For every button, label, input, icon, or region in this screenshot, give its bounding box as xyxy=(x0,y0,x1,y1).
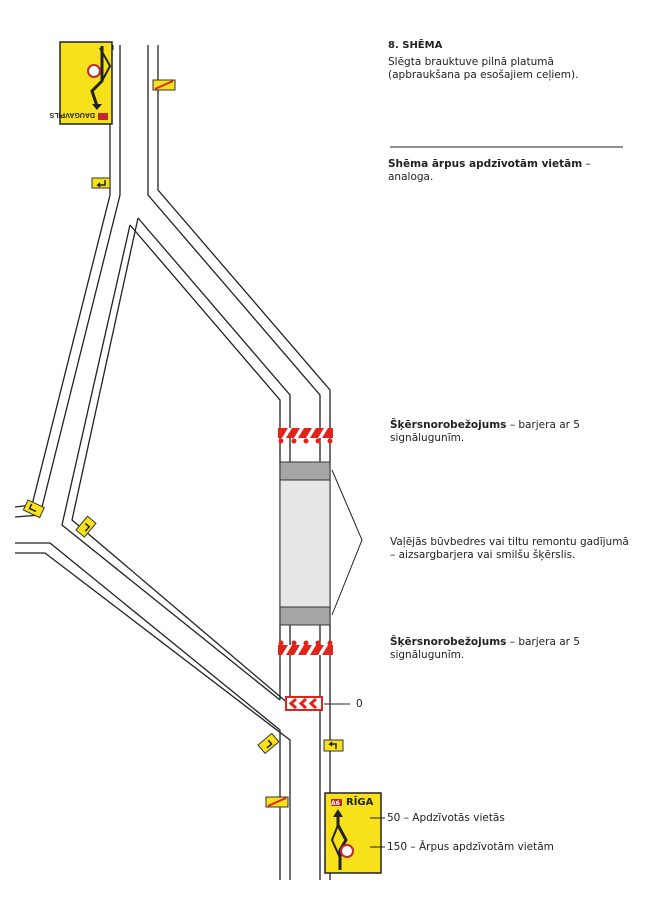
block-top xyxy=(279,461,331,481)
turn-sign xyxy=(257,732,280,755)
leader-line xyxy=(331,469,363,616)
end-sign xyxy=(152,79,176,91)
road-edge xyxy=(137,217,291,705)
page-title: 8. SHĒMA xyxy=(388,40,443,51)
turn-sign xyxy=(91,177,111,189)
scheme-description: Slēgta brauktuve pilnā platumā (apbraukš… xyxy=(388,56,579,81)
end-sign xyxy=(265,796,289,808)
label-zero: 0 xyxy=(356,698,363,710)
label-bold: Šķērsnorobežojums xyxy=(390,636,507,648)
sign-city: RĪGA xyxy=(346,797,374,808)
road-edge xyxy=(147,45,321,880)
chevron-sign xyxy=(285,696,323,711)
scheme-note: Shēma ārpus apdzīvotām vietām – analoga. xyxy=(388,158,633,184)
label-barrier-bottom: Šķērsnorobežojums – barjera ar 5 signālu… xyxy=(390,636,610,662)
label-work-zone: Vaļējās būvbedres vai tiltu remontu gadī… xyxy=(390,536,629,561)
svg-text:DAUGAVPILS: DAUGAVPILS xyxy=(49,111,95,118)
turn-sign xyxy=(22,499,45,519)
turn-sign xyxy=(323,739,344,752)
work-zone xyxy=(279,479,331,608)
label-barrier-top: Šķērsnorobežojums – barjera ar 5 signālu… xyxy=(390,419,610,445)
turn-sign xyxy=(75,515,97,538)
road-edge xyxy=(14,45,121,518)
label-rest: – barjera ar 5 signālugunīm. xyxy=(390,419,580,444)
barrier-bottom xyxy=(278,640,333,655)
direction-sign-top: DAUGAVPILS xyxy=(49,41,113,125)
block-bottom xyxy=(279,606,331,626)
label-bold: Šķērsnorobežojums xyxy=(390,419,507,431)
road-edge xyxy=(15,552,291,880)
road-edge xyxy=(157,45,331,880)
direction-sign-bottom xyxy=(324,792,382,874)
label-distance-50: 50 – Apdzīvotās vietās xyxy=(387,812,505,824)
route-number: A6 xyxy=(331,800,340,807)
road-edge xyxy=(61,224,281,701)
label-rest: – barjera ar 5 signālugunīm. xyxy=(390,636,580,661)
road-edge xyxy=(71,217,291,706)
barrier-top xyxy=(278,428,333,444)
note-bold: Shēma ārpus apdzīvotām vietām xyxy=(388,158,583,170)
label-distance-150: 150 – Ārpus apdzīvotām vietām xyxy=(387,841,554,853)
note-rest: – analoga. xyxy=(388,158,591,183)
